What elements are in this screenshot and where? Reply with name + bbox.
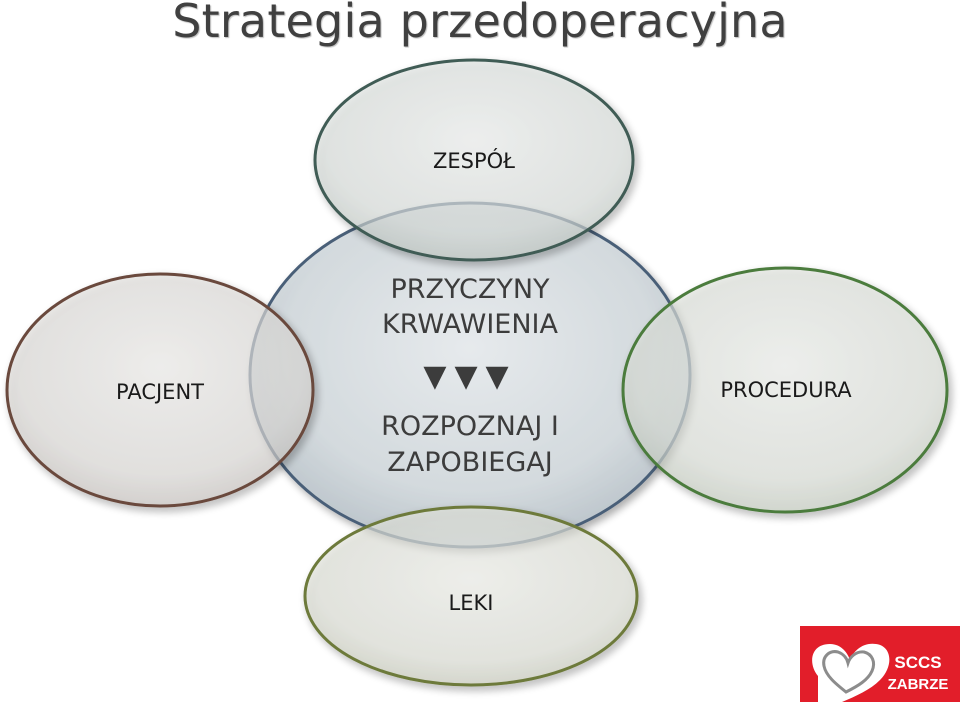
label-top: ZESPÓŁ — [433, 148, 515, 173]
top-ellipse — [313, 58, 635, 262]
center-line-3: ROZPOZNAJ I — [381, 411, 559, 442]
logo-line-2: ZABRZE — [888, 676, 949, 693]
label-left: PACJENT — [116, 380, 204, 404]
label-bottom: LEKI — [449, 591, 494, 615]
heart-outline-icon — [822, 650, 876, 694]
page-title: Strategia przedoperacyjna — [172, 0, 788, 48]
sccs-zabrze-logo: SCCS ZABRZE — [800, 626, 960, 702]
bottom-ellipse — [303, 505, 639, 687]
center-line-4: ZAPOBIEGAJ — [387, 447, 552, 478]
heart-icon — [812, 643, 890, 702]
left-ellipse — [5, 272, 315, 508]
label-right: PROCEDURA — [720, 378, 852, 402]
center-line-2: KRWAWIENIA — [382, 309, 558, 340]
center-line-1: PRZYCZYNY — [390, 274, 550, 305]
logo-line-1: SCCS — [894, 653, 941, 672]
right-ellipse — [621, 266, 949, 514]
center-arrows: ▼▼▼ — [423, 359, 516, 394]
